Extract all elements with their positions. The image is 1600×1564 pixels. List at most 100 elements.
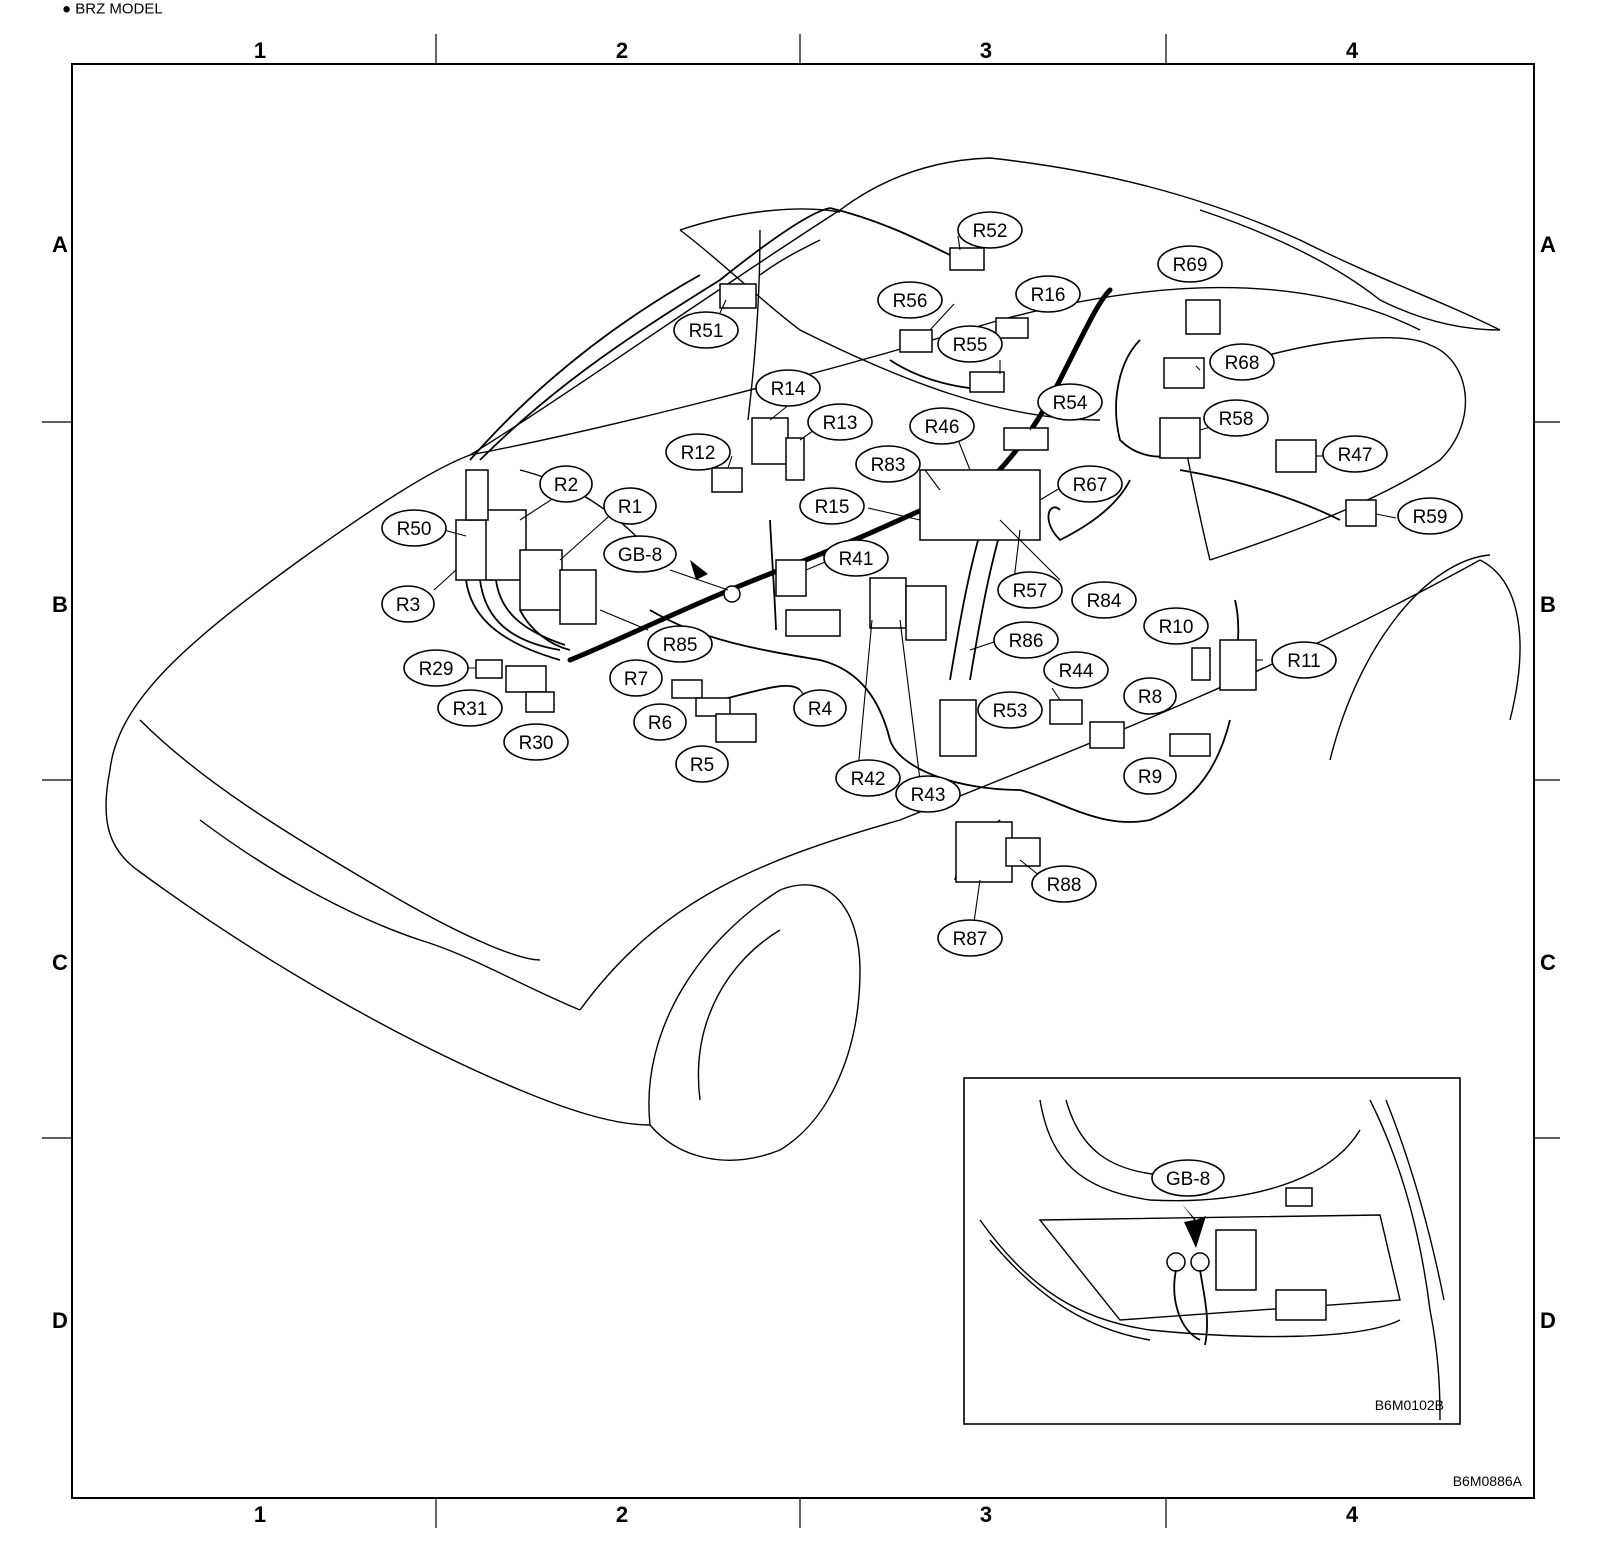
label-r43[interactable]: R43 [895,775,961,813]
connector-labels: R52 R69 R16 R56 R51 R55 R68 R14 R54 R13 … [381,211,1463,957]
label-r51[interactable]: R51 [673,311,739,349]
figure-code: B6M0886A [1453,1473,1523,1489]
svg-text:R42: R42 [851,769,886,790]
label-r85[interactable]: R85 [647,625,713,663]
label-r30[interactable]: R30 [503,723,569,761]
svg-text:R85: R85 [663,635,698,656]
svg-text:GB-8: GB-8 [1166,1169,1210,1190]
svg-text:R84: R84 [1087,591,1122,612]
svg-text:R50: R50 [397,519,432,540]
svg-text:R57: R57 [1013,581,1048,602]
label-r57[interactable]: R57 [997,571,1063,609]
label-r6[interactable]: R6 [633,703,687,741]
col-label-3-bottom: 3 [980,1502,992,1527]
col-label-4: 4 [1346,38,1359,63]
connector-r16 [995,317,1029,339]
label-r68[interactable]: R68 [1209,343,1275,381]
label-r29[interactable]: R29 [403,649,469,687]
svg-text:R4: R4 [808,699,833,720]
svg-text:R59: R59 [1413,507,1448,528]
connector-r14 [751,417,789,465]
connector-block-front [455,469,597,661]
svg-text:R83: R83 [871,455,906,476]
label-r2[interactable]: R2 [539,465,593,503]
inset-bracket [1275,1289,1327,1321]
label-r47[interactable]: R47 [1322,435,1388,473]
label-r10[interactable]: R10 [1143,607,1209,645]
connector-r55 [969,371,1005,393]
inset-arrow-icon [1182,1204,1206,1248]
label-r42[interactable]: R42 [835,759,901,797]
inset-label-gb-8[interactable]: GB-8 [1151,1159,1225,1197]
ground-gb8 [723,585,741,603]
label-r55[interactable]: R55 [937,325,1003,363]
label-r86[interactable]: R86 [993,621,1059,659]
svg-text:R31: R31 [453,699,488,720]
connector-r9-pad [1169,733,1211,757]
label-r8[interactable]: R8 [1123,677,1177,715]
connector-r31 [505,665,547,693]
connector-r69 [1185,299,1221,335]
col-label-2: 2 [616,38,628,63]
row-label-d: D [52,1308,68,1333]
label-r11[interactable]: R11 [1271,641,1337,679]
label-r83[interactable]: R83 [855,445,921,483]
label-r15[interactable]: R15 [799,487,865,525]
connector-r5 [715,713,757,743]
label-r5[interactable]: R5 [675,745,729,783]
label-r50[interactable]: R50 [381,509,447,547]
label-r52[interactable]: R52 [957,211,1023,249]
label-r1[interactable]: R1 [603,487,657,525]
label-gb-8[interactable]: GB-8 [603,535,677,573]
connector-r53 [939,699,977,757]
label-r69[interactable]: R69 [1157,245,1223,283]
label-r53[interactable]: R53 [977,691,1043,729]
label-r88[interactable]: R88 [1031,865,1097,903]
connector-r30 [525,691,555,713]
page-header: ● BRZ MODEL [62,0,163,17]
connector-r10 [1191,647,1211,681]
label-r41[interactable]: R41 [823,539,889,577]
label-r13[interactable]: R13 [807,403,873,441]
connector-r68 [1163,357,1205,389]
label-r14[interactable]: R14 [755,369,821,407]
label-r87[interactable]: R87 [937,919,1003,957]
row-label-a: A [52,232,68,257]
svg-text:R52: R52 [973,221,1008,242]
label-r3[interactable]: R3 [381,585,435,623]
row-label-b-right: B [1540,592,1556,617]
label-r46[interactable]: R46 [909,407,975,445]
svg-text:R51: R51 [689,321,724,342]
svg-text:R87: R87 [953,929,988,950]
label-r58[interactable]: R58 [1203,399,1269,437]
label-r54[interactable]: R54 [1037,383,1103,421]
connector-r52 [949,247,985,271]
connector-r59 [1345,499,1377,527]
inset-code: B6M0102B [1375,1397,1444,1413]
svg-text:R46: R46 [925,417,960,438]
label-r44[interactable]: R44 [1043,651,1109,689]
connector-r47 [1275,439,1317,473]
label-r16[interactable]: R16 [1015,275,1081,313]
label-r31[interactable]: R31 [437,689,503,727]
connector-r44 [1049,699,1083,725]
row-label-d-right: D [1540,1308,1556,1333]
label-r12[interactable]: R12 [665,433,731,471]
svg-text:R58: R58 [1219,409,1254,430]
label-r67[interactable]: R67 [1057,465,1123,503]
svg-text:R10: R10 [1159,617,1194,638]
label-r84[interactable]: R84 [1071,581,1137,619]
label-r4[interactable]: R4 [793,689,847,727]
label-r59[interactable]: R59 [1397,497,1463,535]
col-label-3: 3 [980,38,992,63]
label-r56[interactable]: R56 [877,281,943,319]
svg-text:R3: R3 [396,595,420,616]
svg-text:R29: R29 [419,659,454,680]
svg-text:R8: R8 [1138,687,1162,708]
grid-columns: 1 2 3 4 1 2 3 4 [254,38,1359,1527]
label-r7[interactable]: R7 [609,659,663,697]
svg-text:R1: R1 [618,497,642,518]
label-r9[interactable]: R9 [1123,757,1177,795]
connector-r7 [671,679,703,699]
